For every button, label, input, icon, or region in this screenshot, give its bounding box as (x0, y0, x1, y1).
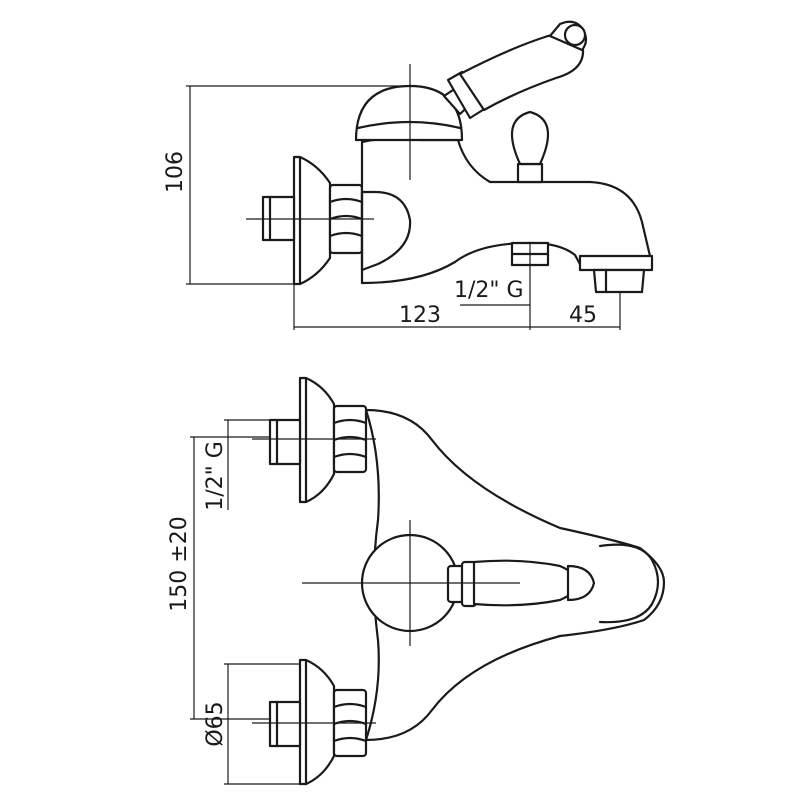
side-view: 106 (163, 20, 654, 330)
top-lower-inlet (252, 658, 376, 786)
dimension-height: 106 (163, 85, 412, 285)
dimension-center-distance: 150 ±20 (167, 436, 290, 720)
dimension-length: 123 (293, 284, 530, 330)
center-distance-label: 150 ±20 (167, 516, 192, 611)
top-spout-end (598, 543, 660, 624)
top-view: 150 ±20 1/2" G Ø65 (167, 376, 666, 786)
thread-callout-top: 1/2" G (203, 419, 290, 511)
diverter-knob (510, 110, 550, 184)
height-label: 106 (163, 151, 188, 193)
diameter-label: Ø65 (203, 701, 228, 746)
top-lever (446, 559, 596, 608)
dimension-spout: 45 (530, 292, 621, 330)
thread-callout-side: 1/2" G (454, 241, 550, 330)
spout-outlet (578, 254, 654, 294)
top-upper-inlet (252, 376, 376, 504)
side-thread-label: 1/2" G (454, 278, 524, 303)
top-thread-label: 1/2" G (203, 441, 228, 511)
wall-flange (292, 155, 332, 286)
diameter-callout: Ø65 (203, 663, 300, 785)
spout-label: 45 (569, 303, 597, 328)
length-label: 123 (399, 303, 441, 328)
lever-handle (442, 20, 588, 120)
